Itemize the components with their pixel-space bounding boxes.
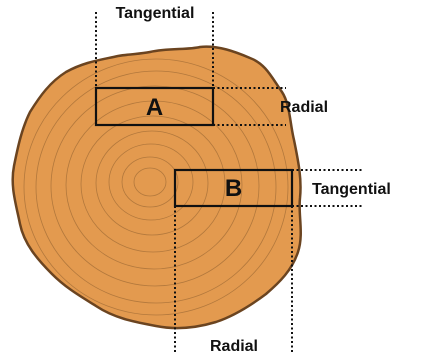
sample-b-letter: B (225, 175, 242, 202)
log-outline (11, 45, 302, 330)
sample-b: B Tangential Radial (173, 168, 420, 356)
sample-a-top-label: Tangential (116, 5, 195, 22)
sample-b-side-label: Tangential (312, 181, 391, 198)
growth-rings (23, 58, 289, 316)
sample-a-side-label: Radial (280, 99, 328, 116)
sample-b-box (173, 168, 294, 208)
sample-b-bottom-label: Radial (210, 338, 258, 355)
sample-a: A Tangential Radial (94, 3, 328, 127)
log-cross-section (11, 45, 302, 330)
sample-a-box (94, 86, 215, 127)
sample-a-letter: A (146, 94, 163, 121)
